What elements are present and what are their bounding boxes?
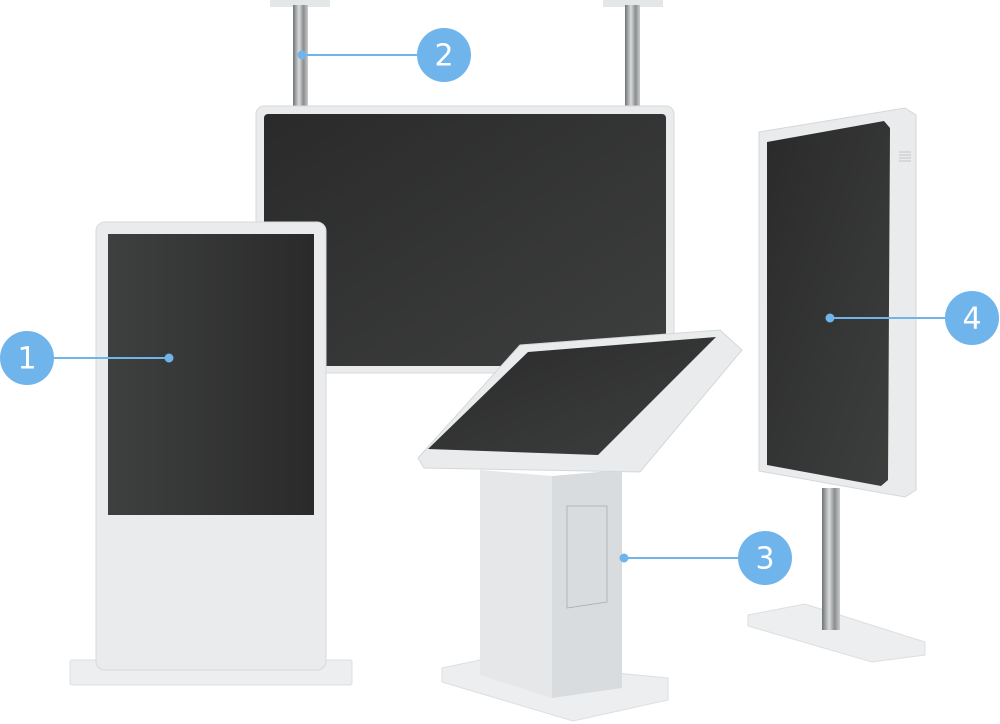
callout-badge	[945, 291, 999, 345]
callout-number: 1	[17, 342, 36, 377]
tilted-screen	[428, 337, 716, 455]
callout-3: 3	[619, 531, 792, 585]
ceiling-mounted-display	[255, 0, 675, 374]
display-pole	[822, 488, 840, 630]
ceiling-cap-right	[603, 0, 663, 7]
speaker-grille	[899, 151, 911, 162]
callout-2: 2	[297, 28, 471, 82]
callout-number: 4	[962, 302, 981, 337]
display-screen	[264, 114, 666, 366]
pedestal-front	[480, 470, 552, 698]
ceiling-pole-right	[625, 5, 640, 109]
callout-target-dot	[619, 553, 629, 563]
callout-badge	[417, 28, 471, 82]
portrait-screen	[767, 121, 890, 486]
pole-base	[747, 603, 926, 663]
pedestal-panel	[566, 505, 608, 609]
callout-1: 1	[0, 331, 174, 385]
callout-target-dot	[164, 353, 174, 363]
callout-badge	[0, 331, 54, 385]
callout-number: 2	[434, 39, 453, 74]
kiosk-screen	[108, 234, 314, 515]
callout-4: 4	[825, 291, 999, 345]
pole-mounted-display	[747, 107, 926, 663]
callout-number: 3	[755, 542, 774, 577]
tilted-kiosk	[417, 329, 743, 722]
pedestal-side	[552, 470, 622, 698]
callout-target-dot	[297, 50, 307, 60]
callout-badge	[738, 531, 792, 585]
ceiling-cap-left	[270, 0, 330, 7]
floor-standing-kiosk	[69, 221, 353, 686]
callout-target-dot	[825, 313, 835, 323]
